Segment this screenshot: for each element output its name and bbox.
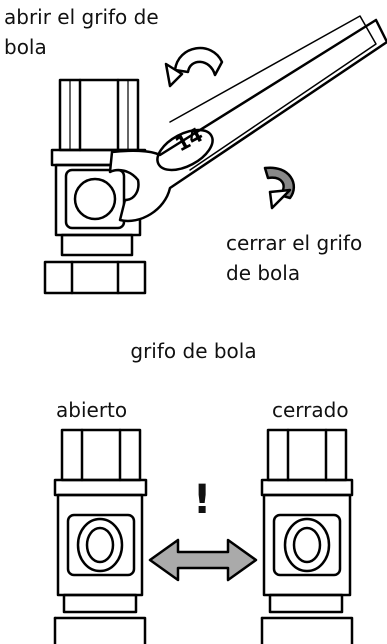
closed-state-label: cerrado	[272, 398, 349, 422]
open-state-label: abierto	[56, 398, 128, 422]
wrench	[108, 15, 387, 223]
double-arrow-icon	[148, 538, 258, 582]
open-ball-valve	[53, 428, 148, 644]
open-instruction-label: abrir el grifo de bola	[4, 5, 159, 59]
open-rotation-arrow-icon	[164, 46, 224, 88]
warning-mark: !	[193, 477, 212, 523]
closed-ball-valve	[260, 428, 354, 644]
close-rotation-arrow-icon	[263, 166, 296, 210]
top-ball-valve	[43, 78, 147, 295]
diagram-title: grifo de bola	[130, 339, 257, 363]
close-instruction-label: cerrar el grifo de bola	[226, 231, 363, 285]
